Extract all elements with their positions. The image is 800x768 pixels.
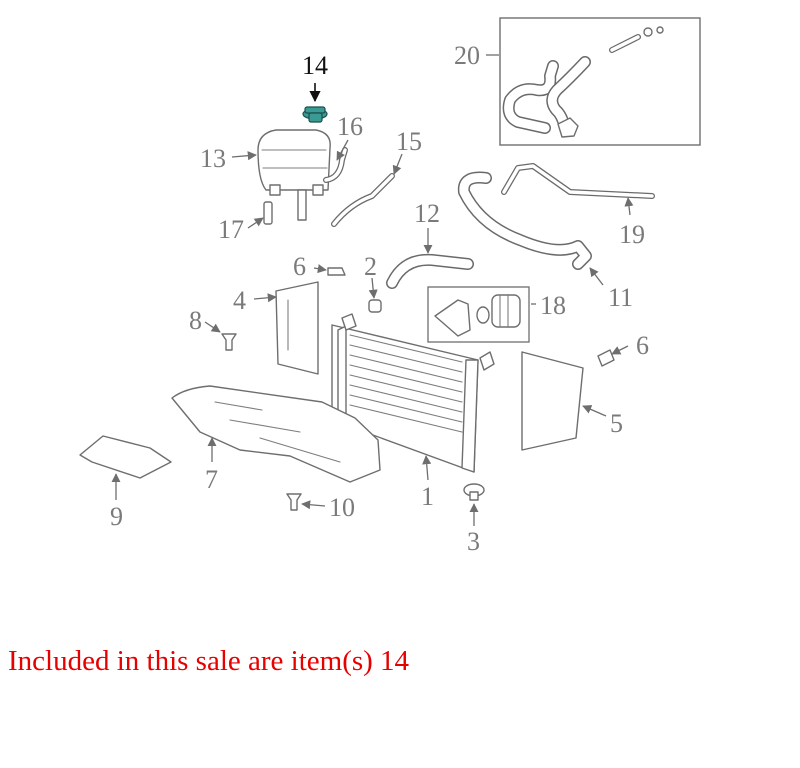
sensor-item-17 bbox=[263, 201, 273, 225]
callout-13: 13 bbox=[200, 144, 226, 173]
callout-4: 4 bbox=[233, 286, 246, 315]
hose-item-11 bbox=[457, 171, 592, 270]
air-deflector-item-7 bbox=[171, 385, 381, 483]
bolt-item-6b bbox=[597, 349, 615, 367]
callout-14: 14 bbox=[302, 51, 328, 80]
pipe-item-19 bbox=[501, 163, 655, 199]
callout-6a: 6 bbox=[293, 252, 306, 281]
callout-6b: 6 bbox=[636, 331, 649, 360]
callout-19: 19 bbox=[619, 220, 645, 249]
shield-item-9 bbox=[79, 435, 172, 479]
coolant-cap-item-14 bbox=[302, 106, 328, 123]
callout-7: 7 bbox=[205, 465, 218, 494]
coolant-reservoir-item-13 bbox=[257, 129, 331, 221]
callout-labels: 14 13 16 15 17 20 12 19 11 6 2 4 18 8 6 … bbox=[110, 41, 649, 556]
push-pin-item-10 bbox=[286, 493, 302, 511]
drain-plug-item-2 bbox=[368, 299, 382, 313]
radiator-item-1 bbox=[331, 313, 495, 473]
insulator-item-3 bbox=[463, 483, 485, 501]
callout-5: 5 bbox=[610, 409, 623, 438]
callout-11: 11 bbox=[608, 283, 633, 312]
sale-note: Included in this sale are item(s) 14 bbox=[8, 645, 410, 677]
hose-item-15 bbox=[331, 173, 395, 227]
callout-2: 2 bbox=[364, 252, 377, 281]
bolt-item-6a bbox=[327, 267, 346, 276]
callout-17: 17 bbox=[218, 215, 244, 244]
hose-item-12 bbox=[386, 253, 474, 289]
push-pin-item-8 bbox=[221, 333, 237, 351]
callout-20: 20 bbox=[454, 41, 480, 70]
callout-12: 12 bbox=[414, 199, 440, 228]
callout-9: 9 bbox=[110, 502, 123, 531]
callout-1: 1 bbox=[421, 482, 434, 511]
leader-lines bbox=[111, 54, 634, 526]
callout-3: 3 bbox=[467, 527, 480, 556]
callout-8: 8 bbox=[189, 306, 202, 335]
callout-16: 16 bbox=[337, 112, 363, 141]
inset-box-item-20 bbox=[499, 17, 701, 146]
callout-18: 18 bbox=[540, 291, 566, 320]
parts-diagram: 14 13 16 15 17 20 12 19 11 6 2 4 18 8 6 … bbox=[79, 17, 701, 556]
callout-15: 15 bbox=[396, 127, 422, 156]
shroud-item-5 bbox=[521, 351, 584, 451]
inset-box-item-18 bbox=[427, 286, 530, 343]
callout-10: 10 bbox=[329, 493, 355, 522]
shroud-item-4 bbox=[275, 281, 319, 375]
